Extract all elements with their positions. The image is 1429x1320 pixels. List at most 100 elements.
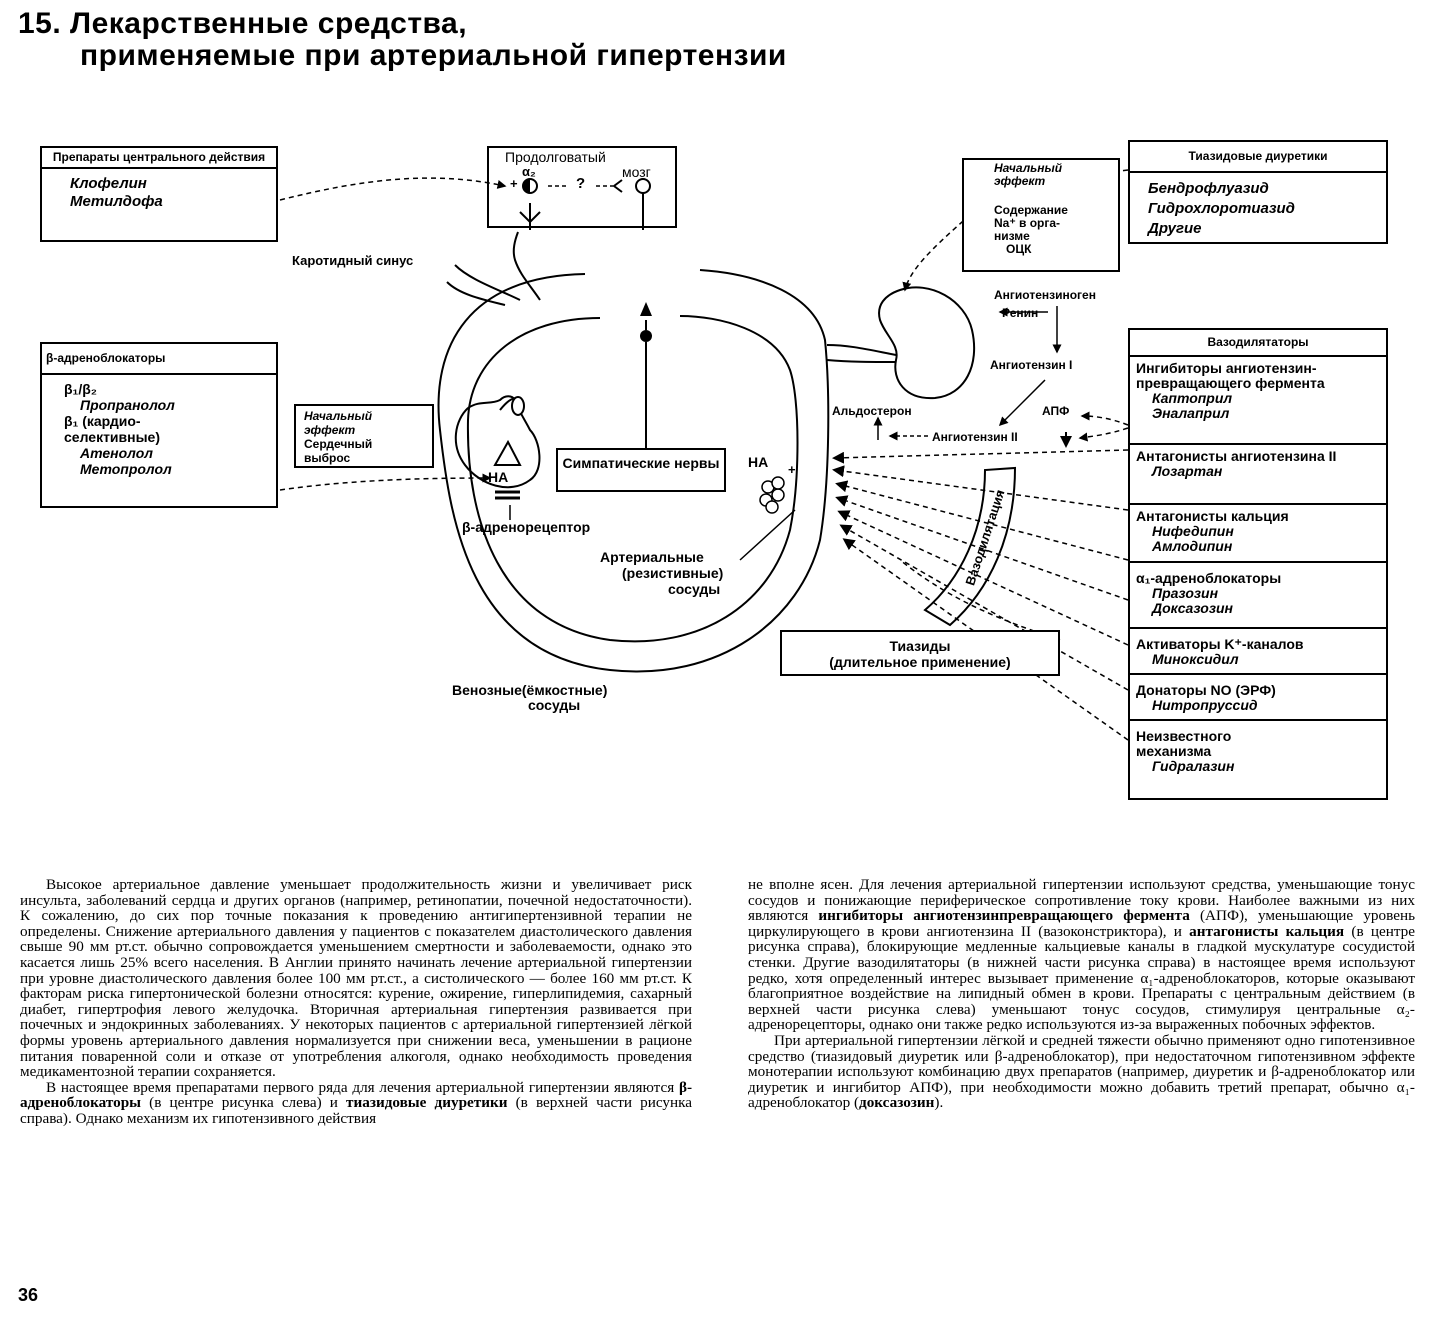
diuretic-effect-line-6: ОЦК [1006, 242, 1032, 256]
central-drugs-box: Препараты центрального действия Клофелин… [40, 146, 278, 242]
diuretic-effect-box: Начальный эффект Содержание Na⁺ в орга- … [962, 158, 1120, 272]
vesicle-cluster [759, 476, 785, 514]
text-left-p2-c: (в центре рисунка слева) и [141, 1094, 347, 1112]
drug-methyldopa: Метилдофа [70, 193, 163, 210]
vasodilator-group-calcium: Антагонисты кальция Нифедипин Амлодипин [1130, 505, 1386, 563]
sympathetic-box: Симпатические нервы [556, 448, 726, 492]
drug-clofelin: Клофелин [70, 175, 147, 192]
na-left-label: НА [488, 469, 509, 485]
heart-effect-line-4: выброс [304, 451, 351, 465]
carotid-label: Каротидный синус [292, 253, 414, 268]
drug-doxazosin: Доксазозин [1152, 600, 1233, 616]
arterial-label-1: Артериальные [600, 549, 704, 565]
thiazide-header: Тиазидовые диуретики [1130, 142, 1386, 173]
venous-label-2: сосуды [528, 697, 581, 713]
drug-nifedipine: Нифедипин [1152, 523, 1234, 539]
ace-inhibitors-label: Ингибиторы ангиотензин-превращающего фер… [1136, 360, 1325, 391]
vasodilator-group-alpha1: α₁-адреноблокаторы Празозин Доксазозин [1130, 563, 1386, 629]
thiazide-long-box: Тиазиды (длительное применение) [780, 630, 1060, 676]
drug-bendroflumethiazide: Бендрофлуазид [1148, 180, 1269, 197]
heart-effect-box: Начальный эффект Сердечный выброс [294, 404, 434, 468]
diuretic-effect-line-4: Na⁺ в орга- [994, 216, 1061, 230]
beta-receptor-label: β-адренорецептор [462, 519, 591, 535]
text-left-p2-bold-1: β-адреноблокаторы [20, 1078, 692, 1112]
arterial-label-2: (резистивные) [622, 565, 724, 581]
kidney-shape [878, 286, 976, 400]
beta-group-2: β₁ (кардио-селективные) [64, 413, 161, 445]
title-line-2: применяемые при артериальной гипертензии [80, 39, 787, 72]
angiotensinogen-label: Ангиотензиноген [994, 288, 1096, 302]
hypertension-diagram [279, 146, 1129, 741]
renin-label: Ренин [1002, 306, 1039, 320]
apf-label: АПФ [1042, 404, 1070, 418]
vasodilator-group-ace: Ингибиторы ангиотензин-превращающего фер… [1130, 357, 1386, 445]
vasodilation-ribbon [923, 466, 1017, 627]
drug-metoprolol: Метопролол [80, 461, 172, 477]
brain-label-1: Продолговатый [505, 149, 606, 165]
drug-atenolol: Атенолол [80, 445, 153, 461]
drug-enalapril: Эналаприл [1152, 405, 1230, 421]
angiotensin2-label: Ангиотензин II [932, 430, 1018, 444]
central-drugs-header: Препараты центрального действия [42, 148, 276, 169]
vasodilator-group-unknown: Неизвестного механизма Гидралазин [1130, 721, 1292, 778]
beta-group-1: β₁/β₂ [64, 381, 97, 397]
drug-propranolol: Пропранолол [80, 397, 175, 413]
heart-effect-line-2: эффект [304, 423, 356, 437]
text-left-paragraph-2: В настоящее время препаратами первого ря… [20, 1078, 692, 1127]
heart-shape [454, 395, 541, 489]
beta-blockers-box: β-адреноблокаторы β₁/β₂ Пропранолол β₁ (… [40, 342, 278, 508]
no-donors-label: Донаторы NO (ЭРФ) [1136, 682, 1276, 698]
aldosterone-label: Альдостерон [832, 404, 912, 418]
heart-effect-line-1: Начальный [304, 409, 373, 423]
text-right-p1-bold-1: ингибиторы ангиотензинпревращающего ферм… [818, 907, 1190, 925]
k-channel-activators-label: Активаторы K⁺-каналов [1136, 636, 1304, 652]
heart-effect-line-3: Сердечный [304, 437, 373, 451]
drug-hydrochlorothiazide: Гидрохлоротиазид [1148, 200, 1295, 217]
text-right-p2-c: ). [934, 1094, 944, 1112]
text-column-right: не вполне ясен. Для лечения артериальной… [748, 877, 1415, 1111]
circulation-inner [466, 315, 799, 643]
text-right-p2-a: При артериальной гипертензии лёгкой и ср… [748, 1031, 1415, 1112]
diuretic-effect-line-3: Содержание [994, 203, 1068, 217]
unknown-mechanism-label: Неизвестного механизма [1136, 728, 1232, 759]
alpha2-label: α₂ [522, 164, 536, 179]
text-left-p2-bold-2: тиазидовые диуретики [346, 1094, 508, 1112]
page-number: 36 [18, 1285, 39, 1305]
sympathetic-label: Симпатические нервы [562, 455, 720, 471]
na-right-label: НА [748, 454, 769, 470]
brain-label-2: мозг [622, 164, 651, 180]
page-title: 15. Лекарственные средства, применяемые … [18, 8, 787, 72]
diuretic-effect-line-2: эффект [994, 174, 1046, 188]
thiazide-long-line-2: (длительное применение) [829, 654, 1011, 670]
plus-sign: + [510, 176, 518, 191]
text-left-p2-e: (в верхней части рисунка справа). Однако… [20, 1094, 692, 1127]
text-right-p1-a: не вполне ясен. Для лечения артериальной… [748, 876, 1415, 925]
drug-amlodipine: Амлодипин [1152, 538, 1233, 554]
vasodilator-group-kchannel: Активаторы K⁺-каналов Миноксидил [1130, 629, 1386, 675]
vasodilator-group-arb: Антагонисты ангиотензина II Лозартан [1130, 445, 1386, 505]
drug-other-thiazide: Другие [1148, 220, 1202, 237]
thiazide-long-line-1: Тиазиды [889, 638, 951, 654]
venous-label-1: Венозные(ёмкостные) [452, 682, 608, 698]
arb-label: Антагонисты ангиотензина II [1136, 448, 1337, 464]
text-right-paragraph-1: не вполне ясен. Для лечения артериальной… [748, 877, 1415, 1033]
text-right-p1-bold-2: антагонисты кальция [1189, 922, 1345, 940]
text-right-p2-bold: доксазозин [859, 1094, 935, 1112]
alpha1-blockers-label: α₁-адреноблокаторы [1136, 570, 1282, 586]
question-label: ? [576, 175, 586, 192]
drug-nitroprusside: Нитропруссид [1152, 697, 1258, 713]
drug-losartan: Лозартан [1152, 463, 1223, 479]
drug-hydralazine: Гидралазин [1152, 758, 1235, 774]
vasodilators-box: Вазодилятаторы Ингибиторы ангиотензин-пр… [1128, 328, 1388, 800]
calcium-antagonists-label: Антагонисты кальция [1136, 508, 1289, 524]
drug-prazosin: Празозин [1152, 585, 1219, 601]
plus-right: + [788, 462, 796, 477]
text-right-paragraph-2: При артериальной гипертензии лёгкой и ср… [748, 1033, 1415, 1111]
vasodilators-header: Вазодилятаторы [1130, 330, 1386, 357]
drug-minoxidil: Миноксидил [1152, 651, 1239, 667]
vasodilator-group-no: Донаторы NO (ЭРФ) Нитропруссид [1130, 675, 1386, 721]
text-right-p1-c: (АПФ), уменьшающие уровень циркулирующег… [748, 907, 1416, 940]
arterial-label-3: сосуды [668, 581, 721, 597]
diuretic-effect-line-1: Начальный [994, 161, 1063, 175]
drug-captopril: Каптоприл [1152, 390, 1233, 406]
